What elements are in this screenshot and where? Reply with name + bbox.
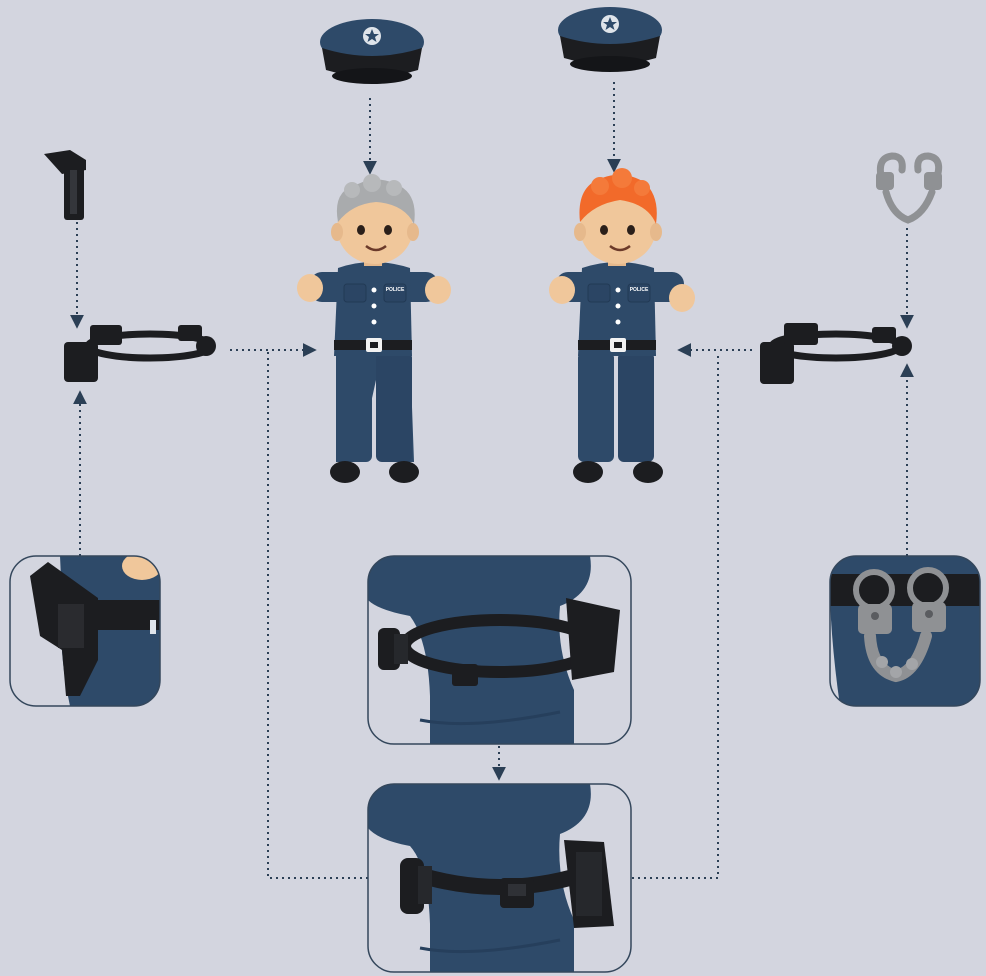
buckle-icon bbox=[610, 338, 626, 352]
belt-assembled-detail-panel bbox=[368, 784, 631, 972]
police-badge-text: POLICE bbox=[630, 287, 649, 293]
police-badge-text: POLICE bbox=[386, 287, 405, 293]
handcuff-detail-panel bbox=[830, 556, 980, 706]
police-cap-icon bbox=[558, 7, 662, 72]
connectors bbox=[77, 82, 907, 878]
belt-clip-detail-panel bbox=[368, 556, 631, 744]
pistol-icon bbox=[44, 150, 86, 220]
handcuffs-icon bbox=[876, 156, 942, 220]
buckle-icon bbox=[366, 338, 382, 352]
duty-belt-icon bbox=[64, 325, 216, 382]
officer-orange-hair: POLICE bbox=[549, 168, 695, 483]
officer-grey-hair: POLICE bbox=[297, 174, 451, 483]
holster-detail-panel bbox=[10, 552, 170, 706]
police-cap-icon bbox=[320, 19, 424, 84]
duty-belt-icon bbox=[760, 323, 912, 384]
